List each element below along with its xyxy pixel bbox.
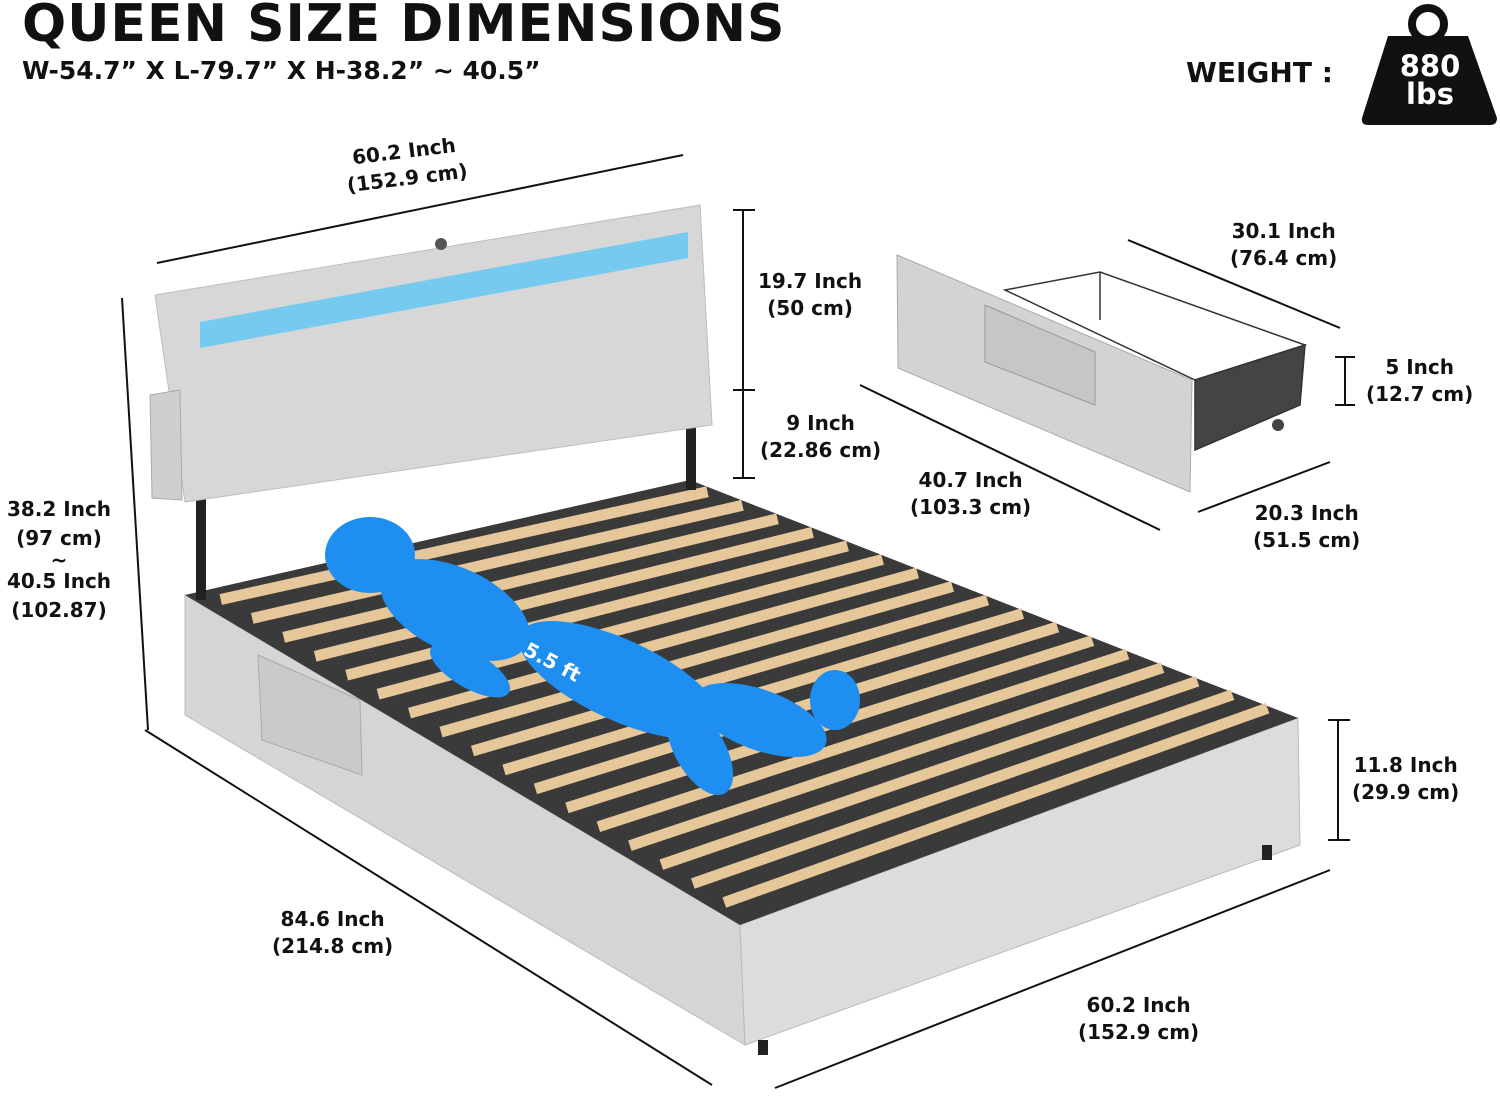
drawer-basket bbox=[1002, 271, 1308, 452]
usb-port-icon bbox=[435, 238, 447, 250]
overall-dimensions: W-54.7” X L-79.7” X H-38.2” ~ 40.5” bbox=[22, 56, 541, 85]
slat bbox=[722, 703, 1270, 908]
leg-height-label: 9 Inch(22.86 cm) bbox=[760, 411, 882, 462]
side-drawer-pocket bbox=[257, 654, 363, 776]
slat bbox=[659, 675, 1200, 870]
slat bbox=[313, 527, 814, 662]
slat bbox=[219, 486, 709, 605]
mannequin bbox=[325, 517, 860, 796]
drawer-width-label: 20.3 Inch(51.5 cm) bbox=[1253, 501, 1361, 552]
slat bbox=[250, 499, 744, 624]
side-pocket bbox=[149, 389, 183, 501]
slat bbox=[690, 689, 1235, 889]
drawer-wheel bbox=[1272, 419, 1284, 431]
bed-leg bbox=[758, 1040, 768, 1055]
bed-width-label: 60.2 Inch(152.9 cm) bbox=[1078, 993, 1200, 1044]
frame-height-label: 11.8 Inch(29.9 cm) bbox=[1352, 753, 1460, 804]
total-height-label: 38.2 Inch(97 cm)~40.5 Inch(102.87) bbox=[6, 497, 112, 622]
bed-length-label: 84.6 Inch(214.8 cm) bbox=[272, 907, 394, 958]
page-title: QUEEN SIZE DIMENSIONS bbox=[22, 0, 786, 54]
drawer-length-label: 30.1 Inch(76.4 cm) bbox=[1230, 219, 1338, 270]
headboard-leg bbox=[686, 410, 696, 490]
dimension-lines bbox=[121, 154, 1355, 1089]
headboard-height-label: 19.7 Inch(50 cm) bbox=[758, 269, 863, 320]
weight-label: WEIGHT : bbox=[1186, 56, 1333, 89]
slat bbox=[470, 594, 990, 757]
slat bbox=[596, 648, 1130, 832]
bed-slats bbox=[219, 486, 1270, 908]
drawer-handle bbox=[984, 304, 1096, 406]
headboard-leg bbox=[196, 490, 206, 600]
bed-leg bbox=[1262, 845, 1272, 860]
drawer-depth-label: 40.7 Inch(103.3 cm) bbox=[910, 468, 1032, 519]
drawer-height-label: 5 Inch(12.7 cm) bbox=[1366, 355, 1474, 406]
slat bbox=[628, 662, 1165, 851]
slat bbox=[439, 581, 955, 738]
slat bbox=[282, 513, 779, 643]
slat bbox=[345, 540, 849, 681]
weight-icon bbox=[1361, 4, 1497, 125]
led-strip bbox=[200, 232, 688, 348]
